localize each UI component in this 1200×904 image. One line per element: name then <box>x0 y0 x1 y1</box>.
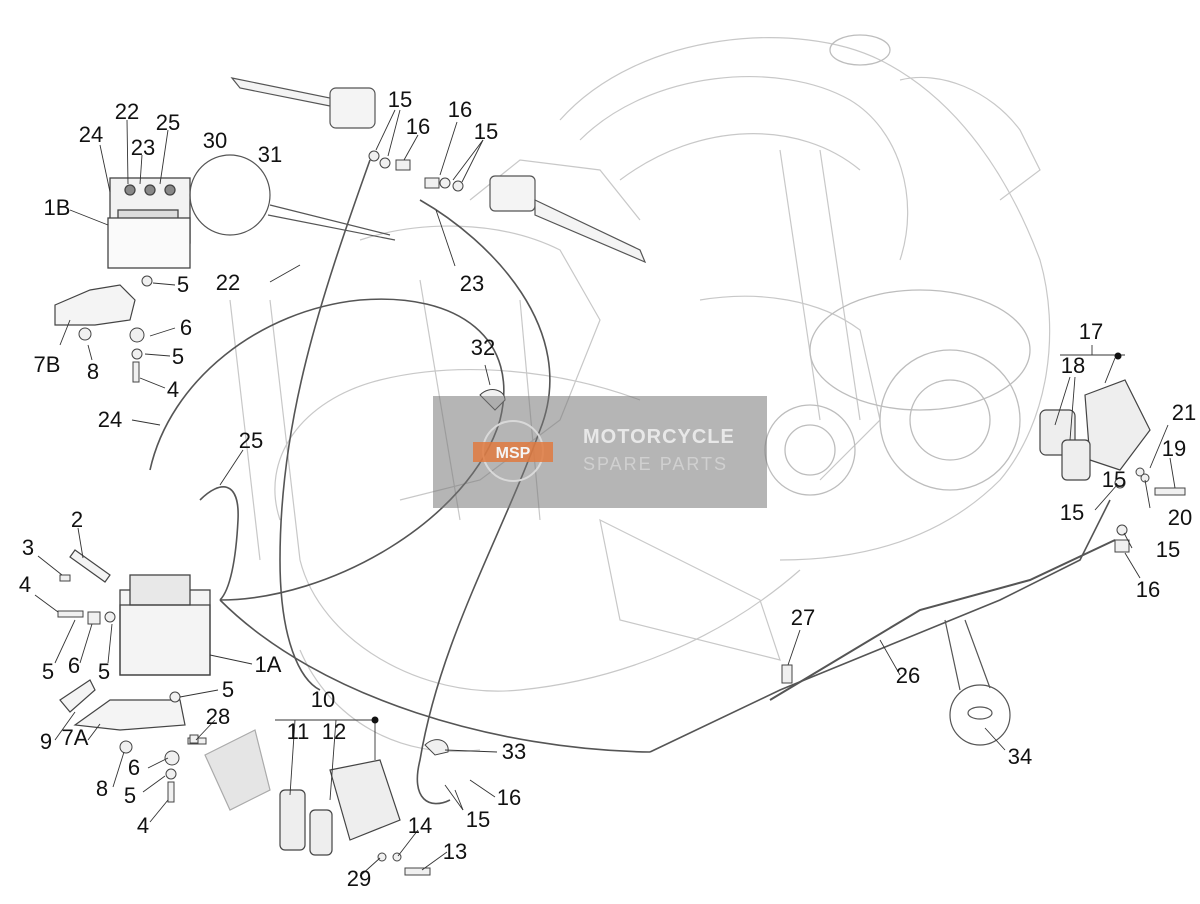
callout-label-29: 29 <box>346 866 372 891</box>
callout-label-32: 32 <box>470 335 496 360</box>
rear-caliper-17 <box>1039 379 1151 481</box>
callout-label-7A: 7A <box>61 725 89 750</box>
callout-label-30: 30 <box>202 128 228 153</box>
leader-lines <box>34 109 1176 877</box>
callout-label-15: 15 <box>1101 467 1127 492</box>
callout-label-33: 33 <box>501 739 527 764</box>
callout-label-22: 22 <box>215 270 241 295</box>
callout-label-15: 15 <box>1155 537 1181 562</box>
callout-label-31: 31 <box>257 142 283 167</box>
callout-label-6: 6 <box>67 653 81 678</box>
callout-label-1A: 1A <box>254 652 282 677</box>
callout-label-20: 20 <box>1167 505 1193 530</box>
callout-label-1B: 1B <box>43 195 71 220</box>
callout-label-34: 34 <box>1007 744 1033 769</box>
callout-label-21: 21 <box>1171 400 1197 425</box>
callout-label-16: 16 <box>1135 577 1161 602</box>
callout-label-8: 8 <box>86 359 100 384</box>
left-brake-lever <box>230 77 376 129</box>
callout-label-25: 25 <box>238 428 264 453</box>
fasteners <box>57 150 1186 876</box>
callout-label-26: 26 <box>895 663 921 688</box>
callout-label-4: 4 <box>18 572 32 597</box>
callout-label-5: 5 <box>176 272 190 297</box>
svg-text:MSP: MSP <box>496 445 531 462</box>
callout-label-27: 27 <box>790 605 816 630</box>
callout-label-4: 4 <box>136 813 150 838</box>
callout-dots <box>371 352 1122 724</box>
callout-label-4: 4 <box>166 377 180 402</box>
watermark: MSP MOTORCYCLE SPARE PARTS <box>433 396 767 508</box>
callout-label-15: 15 <box>387 87 413 112</box>
callout-label-23: 23 <box>459 271 485 296</box>
callout-label-13: 13 <box>442 839 468 864</box>
callout-label-28: 28 <box>205 704 231 729</box>
brackets <box>54 284 186 731</box>
callout-label-5: 5 <box>171 344 185 369</box>
callout-label-7B: 7B <box>33 352 61 377</box>
callout-label-9: 9 <box>39 729 53 754</box>
callout-label-15: 15 <box>473 119 499 144</box>
callout-label-24: 24 <box>78 122 104 147</box>
callout-label-6: 6 <box>179 315 193 340</box>
abs-hydraulic-unit-1a <box>119 574 211 676</box>
callout-label-22: 22 <box>114 99 140 124</box>
front-caliper-10 <box>204 729 401 856</box>
callout-label-5: 5 <box>97 659 111 684</box>
callout-label-3: 3 <box>21 535 35 560</box>
callout-label-10: 10 <box>310 687 336 712</box>
watermark-subtitle: SPARE PARTS <box>583 454 729 474</box>
callout-label-15: 15 <box>465 807 491 832</box>
watermark-title: MOTORCYCLE <box>583 426 735 448</box>
callout-label-18: 18 <box>1060 353 1086 378</box>
engine-wheel-outline <box>764 34 1031 496</box>
watermark-logo-icon: MSP <box>473 420 553 482</box>
callout-label-12: 12 <box>321 719 347 744</box>
callout-label-25: 25 <box>155 110 181 135</box>
abs-control-unit-1b <box>107 177 191 269</box>
scooter-body-outline <box>229 37 1051 753</box>
callout-label-14: 14 <box>407 813 433 838</box>
callout-label-16: 16 <box>447 97 473 122</box>
callout-label-5: 5 <box>123 783 137 808</box>
callout-label-6: 6 <box>127 755 141 780</box>
callout-label-16: 16 <box>496 785 522 810</box>
callout-label-8: 8 <box>95 776 109 801</box>
callout-label-11: 11 <box>286 719 310 744</box>
callout-label-5: 5 <box>41 659 55 684</box>
callout-label-2: 2 <box>70 507 84 532</box>
callout-label-5: 5 <box>221 677 235 702</box>
callout-label-23: 23 <box>130 135 156 160</box>
callout-label-15: 15 <box>1059 500 1085 525</box>
callout-label-24: 24 <box>97 407 123 432</box>
right-master-cylinder <box>489 175 647 264</box>
detail-insets <box>189 154 1011 746</box>
rear-brake-line-26 <box>769 539 1116 701</box>
callout-label-16: 16 <box>405 114 431 139</box>
callout-label-19: 19 <box>1161 436 1187 461</box>
callout-label-17: 17 <box>1078 319 1104 344</box>
brake-hoses <box>149 159 1111 805</box>
